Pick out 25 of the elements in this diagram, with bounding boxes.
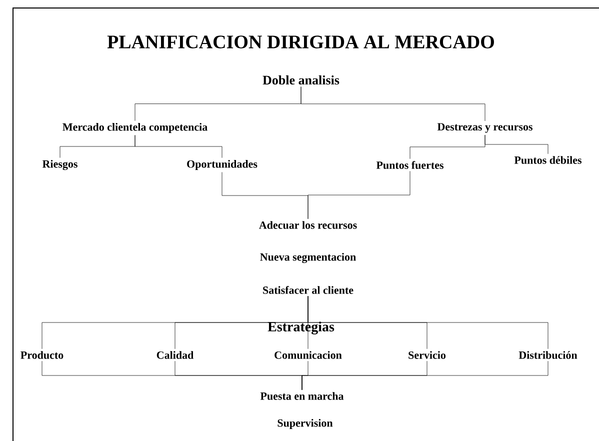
- text-label: Doble analisis: [262, 75, 340, 85]
- text-label: Satisfacer al cliente: [263, 286, 354, 294]
- text-label: Distribución: [518, 351, 578, 359]
- connector-line: [134, 134, 222, 158]
- text-label: Puesta en marcha: [260, 392, 344, 400]
- text-label: Riesgos: [42, 160, 78, 170]
- text-label: Nueva segmentacion: [260, 252, 356, 264]
- text-label: Producto: [20, 351, 64, 359]
- text-label: Mercado clientela competencia: [62, 123, 208, 133]
- text-label: Estrategias: [268, 322, 334, 334]
- text-label: Calidad: [156, 351, 194, 359]
- connector-line: [308, 296, 548, 350]
- text-label: Puntos débiles: [514, 156, 582, 164]
- connector-line: [300, 86, 486, 122]
- connector-line: [302, 360, 548, 390]
- connector-line: [308, 170, 410, 220]
- text-label: Servicio: [408, 351, 446, 359]
- text-label: Oportunidades: [187, 160, 258, 170]
- connector-line: [484, 134, 548, 154]
- text-label: Puntos fuertes: [376, 161, 444, 169]
- text-label: Destrezas y recursos: [437, 123, 532, 133]
- text-label: Supervision: [278, 419, 333, 429]
- title: PLANIFICACION DIRIGIDA AL MERCADO: [107, 36, 494, 48]
- text-label: Adecuar los recursos: [259, 221, 357, 229]
- text-label: Comunicacion: [274, 351, 342, 359]
